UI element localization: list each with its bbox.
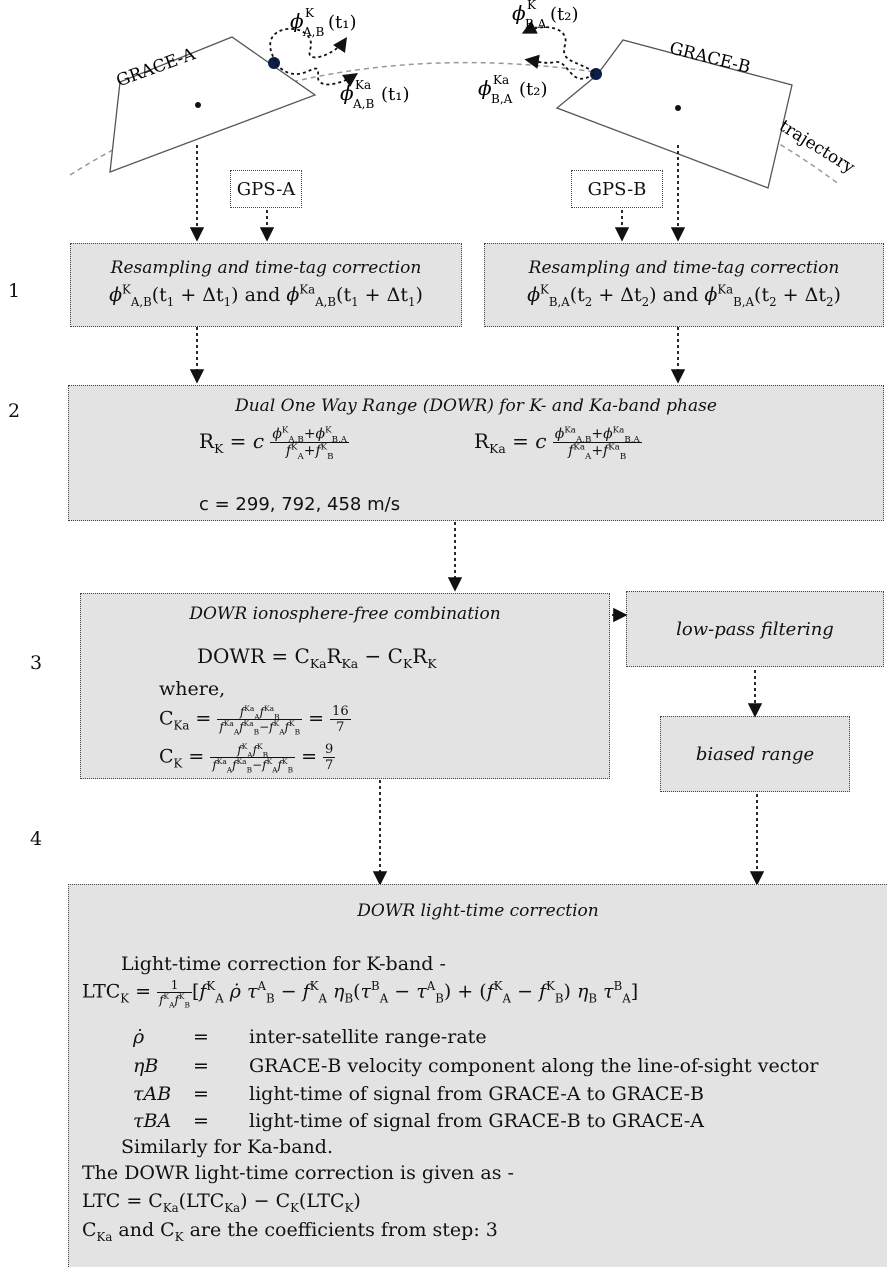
coeff-note: CKa and CK are the coefficients from ste… <box>82 1219 498 1244</box>
def-row-3: τAB=light-time of signal from GRACE-A to… <box>133 1083 705 1105</box>
def-sym-1: ρ̇ <box>133 1026 145 1048</box>
def-row-1: ρ̇=inter-satellite range-rate <box>133 1026 487 1048</box>
step-number-1: 1 <box>8 280 21 302</box>
given-text: The DOWR light-time correction is given … <box>82 1162 514 1184</box>
phase-ab-k-sup: K <box>305 6 315 20</box>
phase-ba-ka-label: ϕ <box>478 76 492 100</box>
phase-ba-k-sub: B,A <box>525 17 547 31</box>
step4-intro: Light-time correction for K-band - <box>121 953 446 975</box>
grace-a-center-dot <box>195 102 201 108</box>
phase-arrow-ba-k <box>521 20 595 73</box>
step2-box: Dual One Way Range (DOWR) for K- and Ka-… <box>68 385 884 521</box>
def-row-2: ηB=GRACE-B velocity component along the … <box>133 1055 819 1077</box>
phase-ab-ka-sub: A,B <box>352 97 374 111</box>
phase-ba-k-time: (t₂) <box>550 4 579 25</box>
step1-right-formula: ϕKB,A(t2 + Δt2) and ϕKaB,A(t2 + Δt2) <box>527 282 841 309</box>
connectors-1-2 <box>189 327 686 384</box>
step1-right-title: Resampling and time-tag correction <box>528 258 840 278</box>
step1-left-box: Resampling and time-tag correction ϕKA,B… <box>70 243 462 327</box>
def-sym-4: τBA <box>133 1110 172 1132</box>
def-desc-4: light-time of signal from GRACE-B to GRA… <box>249 1110 705 1132</box>
gps-a-label: GPS-A <box>236 179 296 200</box>
dowr-formula: DOWR = CKaRKa − CKRK <box>197 644 437 671</box>
where-label: where, <box>159 678 226 700</box>
trajectory-label: trajectory <box>776 116 859 178</box>
step1-left-title: Resampling and time-tag correction <box>110 258 422 278</box>
satellite-diagram: GRACE-A GRACE-B trajectory ϕ A,B K (t₁) … <box>69 0 859 242</box>
def-sym-2: ηB <box>133 1055 159 1077</box>
speed-of-light: c = 299, 792, 458 m/s <box>199 494 401 515</box>
similarly-text: Similarly for Ka-band. <box>121 1136 333 1158</box>
phase-ba-k-label: ϕ <box>512 1 526 25</box>
phase-ab-k-sub: A,B <box>302 25 324 39</box>
gps-b-box: GPS-B <box>571 170 663 208</box>
phase-ba-ka-sub: B,A <box>491 92 513 106</box>
phase-arrow-ab-ka <box>275 63 358 87</box>
step-number-3: 3 <box>30 652 43 674</box>
connectors-3-4 <box>372 607 765 886</box>
biased-range-label: biased range <box>695 744 815 765</box>
phase-ab-ka-label: ϕ <box>340 81 354 105</box>
grace-a-antenna-dot <box>268 57 280 69</box>
phase-ab-k-label: ϕ <box>290 9 304 33</box>
connectors-2-3 <box>447 522 463 592</box>
phase-ba-k-sup: K <box>527 0 537 12</box>
biased-range-box: biased range <box>660 716 850 792</box>
step4-box: DOWR light-time correction <box>68 884 887 1267</box>
step-number-2: 2 <box>8 400 21 422</box>
gps-a-box: GPS-A <box>230 170 302 208</box>
phase-arrow-ab-k <box>269 27 348 63</box>
def-row-4: τBA=light-time of signal from GRACE-B to… <box>133 1110 705 1132</box>
phase-ab-ka-sup: Ka <box>355 78 371 92</box>
low-pass-box: low-pass filtering <box>626 591 884 667</box>
grace-b-satellite <box>555 39 793 189</box>
low-pass-label: low-pass filtering <box>676 619 834 640</box>
def-desc-2: GRACE-B velocity component along the lin… <box>249 1055 819 1077</box>
phase-ab-k-time: (t₁) <box>328 12 357 33</box>
phase-arrow-ba-ka <box>524 54 595 80</box>
step2-title: Dual One Way Range (DOWR) for K- and Ka-… <box>235 396 717 416</box>
step-number-4: 4 <box>30 828 43 850</box>
phase-ab-ka-time: (t₁) <box>381 84 410 105</box>
gps-b-label: GPS-B <box>587 179 647 200</box>
grace-b-center-dot <box>675 105 681 111</box>
step1-left-formula: ϕKA,B(t1 + Δt1) and ϕKaA,B(t1 + Δt1) <box>109 282 423 309</box>
ltc-formula: LTC = CKa(LTCKa) − CK(LTCK) <box>82 1190 361 1215</box>
phase-ba-ka-sup: Ka <box>493 73 509 87</box>
def-sym-3: τAB <box>133 1083 172 1105</box>
step1-right-box: Resampling and time-tag correction ϕKB,A… <box>484 243 884 327</box>
phase-ba-ka-time: (t₂) <box>519 79 548 100</box>
def-desc-1: inter-satellite range-rate <box>249 1026 487 1048</box>
step3-box: DOWR ionosphere-free combination DOWR = … <box>80 593 610 779</box>
def-desc-3: light-time of signal from GRACE-A to GRA… <box>249 1083 705 1105</box>
step4-title: DOWR light-time correction <box>357 901 599 921</box>
step3-title: DOWR ionosphere-free combination <box>189 604 501 624</box>
grace-a-satellite <box>109 36 317 173</box>
